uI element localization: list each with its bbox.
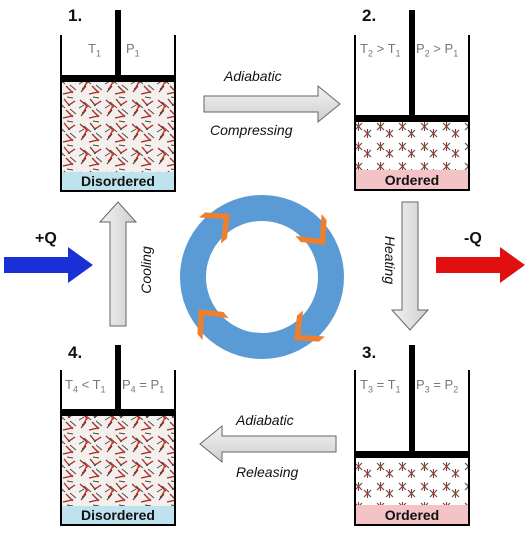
heat-out-arrow	[436, 247, 525, 283]
cylinder-wall	[354, 35, 470, 191]
piston-rod	[409, 10, 415, 117]
process-releasing-line2: Releasing	[236, 464, 299, 480]
stage-3-temperature: T3 = T1	[360, 377, 401, 395]
cylinder-4	[60, 345, 176, 526]
piston-rod	[115, 10, 121, 77]
cycle-chevrons	[197, 212, 327, 342]
cylinder-wall	[60, 370, 176, 526]
stage-3-state: Ordered	[384, 507, 440, 523]
stage-2-state: Ordered	[384, 172, 440, 188]
stage-number-3: 3.	[362, 343, 377, 362]
heat-out-label: -Q	[464, 230, 482, 247]
stage-4-state: Disordered	[81, 507, 155, 523]
cylinder-wall	[60, 35, 176, 192]
process-releasing-line1: Adiabatic	[236, 412, 294, 428]
cylinder-1	[60, 10, 176, 192]
cycle-ring	[180, 195, 344, 359]
state-band-3	[355, 505, 469, 525]
stage-1-pressure: P1	[126, 41, 140, 59]
stage-number-4: 4.	[68, 343, 83, 362]
ring	[180, 195, 344, 359]
process-compressing-line2: Compressing	[210, 122, 293, 138]
cylinder-wall	[354, 370, 470, 526]
piston-head	[61, 75, 175, 82]
cooling-arrow	[98, 201, 138, 327]
state-band-1	[61, 172, 175, 191]
stage-2-pressure: P2 > P1	[416, 41, 459, 59]
piston-head	[61, 409, 175, 416]
ordered-crystal-structure	[355, 458, 469, 510]
heating-arrow	[390, 201, 430, 331]
stage-2-temperature: T2 > T1	[360, 41, 401, 59]
heat-in-label: +Q	[35, 230, 57, 247]
releasing-arrow	[199, 424, 337, 464]
process-cooling-label: Cooling	[138, 246, 154, 294]
piston-head	[355, 115, 469, 122]
cycle-chevron-2	[294, 310, 325, 342]
piston-head	[355, 451, 469, 458]
stage-1-state: Disordered	[81, 173, 155, 189]
piston-rod	[409, 345, 415, 453]
process-compressing-line1: Adiabatic	[224, 68, 282, 84]
heat-in-arrow	[4, 247, 93, 283]
stage-number-2: 2.	[362, 6, 377, 25]
cylinder-2	[354, 10, 470, 191]
disordered-crystal-structure	[61, 416, 175, 512]
stage-3-pressure: P3 = P2	[416, 377, 459, 395]
ordered-crystal-structure	[355, 122, 469, 174]
process-heating-label: Heating	[382, 235, 398, 285]
stage-1-temperature: T1	[88, 41, 101, 59]
state-band-2	[355, 170, 469, 190]
stage-4-temperature: T4 < T1	[65, 377, 106, 395]
cycle-chevron-1	[295, 214, 327, 245]
state-band-4	[61, 506, 175, 525]
stage-4-pressure: P4 = P1	[122, 377, 165, 395]
cylinder-3	[354, 345, 470, 526]
stage-number-1: 1.	[68, 6, 83, 25]
cycle-chevron-4	[199, 212, 230, 244]
cycle-chevron-3	[197, 309, 229, 340]
compressing-arrow	[203, 84, 341, 124]
disordered-crystal-structure	[61, 82, 175, 178]
piston-rod	[115, 345, 121, 411]
